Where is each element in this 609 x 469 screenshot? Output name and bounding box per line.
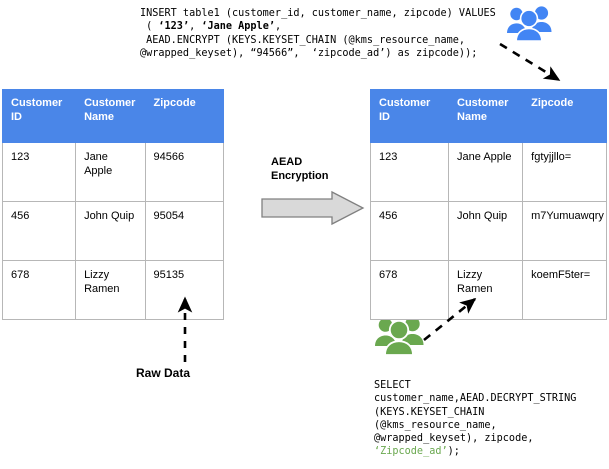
raw-data-label: Raw Data xyxy=(136,366,191,380)
cell-customer-id: 456 xyxy=(369,201,450,261)
insert-line-2-mid: , xyxy=(189,21,202,33)
cell-customer-name: Lizzy Ramen xyxy=(75,260,146,320)
table-header-row: Customer ID Customer Name Zipcode xyxy=(1,89,225,143)
cell-customer-name: Jane Apple xyxy=(448,142,524,202)
cell-zipcode-encrypted: koemF5ter= xyxy=(522,260,607,320)
cell-zipcode-encrypted: m7Yumuawqry xyxy=(522,201,607,261)
cell-zipcode-encrypted: fgtyjjllo= xyxy=(522,142,607,202)
insert-line-4: @wrapped_keyset), “94566”, ‘zipcode_ad’)… xyxy=(140,47,478,59)
cell-customer-name: John Quip xyxy=(75,201,146,261)
insert-line-2-suffix: , xyxy=(274,21,282,33)
select-line-3: (KEYS.KEYSET_CHAIN xyxy=(374,406,485,418)
table-row: 123 Jane Apple fgtyjjllo= xyxy=(369,142,607,202)
select-line-5: @wrapped_keyset), zipcode, xyxy=(374,433,534,444)
select-line-4: (@kms_resource_name, xyxy=(374,419,497,431)
plaintext-table: Customer ID Customer Name Zipcode 123 Ja… xyxy=(1,89,225,320)
insert-line-2-prefix: ( xyxy=(140,21,159,33)
select-line-2: customer_name,AEAD.DECRYPT_STRING xyxy=(374,393,577,405)
encrypted-table: Customer ID Customer Name Zipcode 123 Ja… xyxy=(369,89,607,320)
insert-line-1: INSERT table1 (customer_id, customer_nam… xyxy=(140,8,496,19)
table-row: 123 Jane Apple 94566 xyxy=(1,142,225,202)
insert-literal-customer-id: ‘123’ xyxy=(158,21,190,33)
cell-customer-name: Jane Apple xyxy=(75,142,146,202)
select-line-1: SELECT xyxy=(374,380,411,391)
column-header-customer-name: Customer Name xyxy=(448,89,524,143)
right-block-arrow-icon xyxy=(260,190,366,231)
column-header-customer-id: Customer ID xyxy=(1,89,77,143)
cell-customer-id: 678 xyxy=(1,260,77,320)
cell-zipcode: 94566 xyxy=(144,142,225,202)
insert-query-text: INSERT table1 (customer_id, customer_nam… xyxy=(140,7,496,60)
cell-customer-id: 456 xyxy=(1,201,77,261)
aead-label-line2: Encryption xyxy=(271,170,329,183)
insert-literal-customer-name: ‘Jane Apple’ xyxy=(201,21,275,33)
column-header-customer-id: Customer ID xyxy=(369,89,450,143)
column-header-zipcode: Zipcode xyxy=(522,89,607,143)
insert-line-3: AEAD.ENCRYPT (KEYS.KEYSET_CHAIN (@kms_re… xyxy=(140,34,466,46)
select-line-6-tail: ); xyxy=(447,446,460,458)
column-header-customer-name: Customer Name xyxy=(75,89,146,143)
table-row: 678 Lizzy Ramen 95135 xyxy=(1,260,225,320)
cell-zipcode: 95054 xyxy=(144,201,225,261)
column-header-zipcode: Zipcode xyxy=(144,89,225,143)
select-query-text: SELECT customer_name,AEAD.DECRYPT_STRING… xyxy=(374,379,576,459)
cell-customer-id: 123 xyxy=(369,142,450,202)
cell-zipcode: 95135 xyxy=(144,260,225,320)
cell-customer-id: 678 xyxy=(369,260,450,320)
cell-customer-id: 123 xyxy=(1,142,77,202)
people-group-icon-green xyxy=(374,312,424,361)
aead-label-line1: AEAD xyxy=(271,156,303,168)
cell-customer-name: Lizzy Ramen xyxy=(448,260,524,320)
people-group-icon-blue xyxy=(506,2,552,47)
dashed-arrow-insert-to-table xyxy=(499,42,561,82)
table-row: 456 John Quip m7Yumuawqry xyxy=(369,201,607,261)
table-row: 456 John Quip 95054 xyxy=(1,201,225,261)
select-literal-zipcode-ad: ‘Zipcode_ad’ xyxy=(374,446,448,458)
cell-customer-name: John Quip xyxy=(448,201,524,261)
table-header-row: Customer ID Customer Name Zipcode xyxy=(369,89,607,143)
table-row: 678 Lizzy Ramen koemF5ter= xyxy=(369,260,607,320)
aead-encryption-label: AEAD Encryption xyxy=(271,155,328,184)
